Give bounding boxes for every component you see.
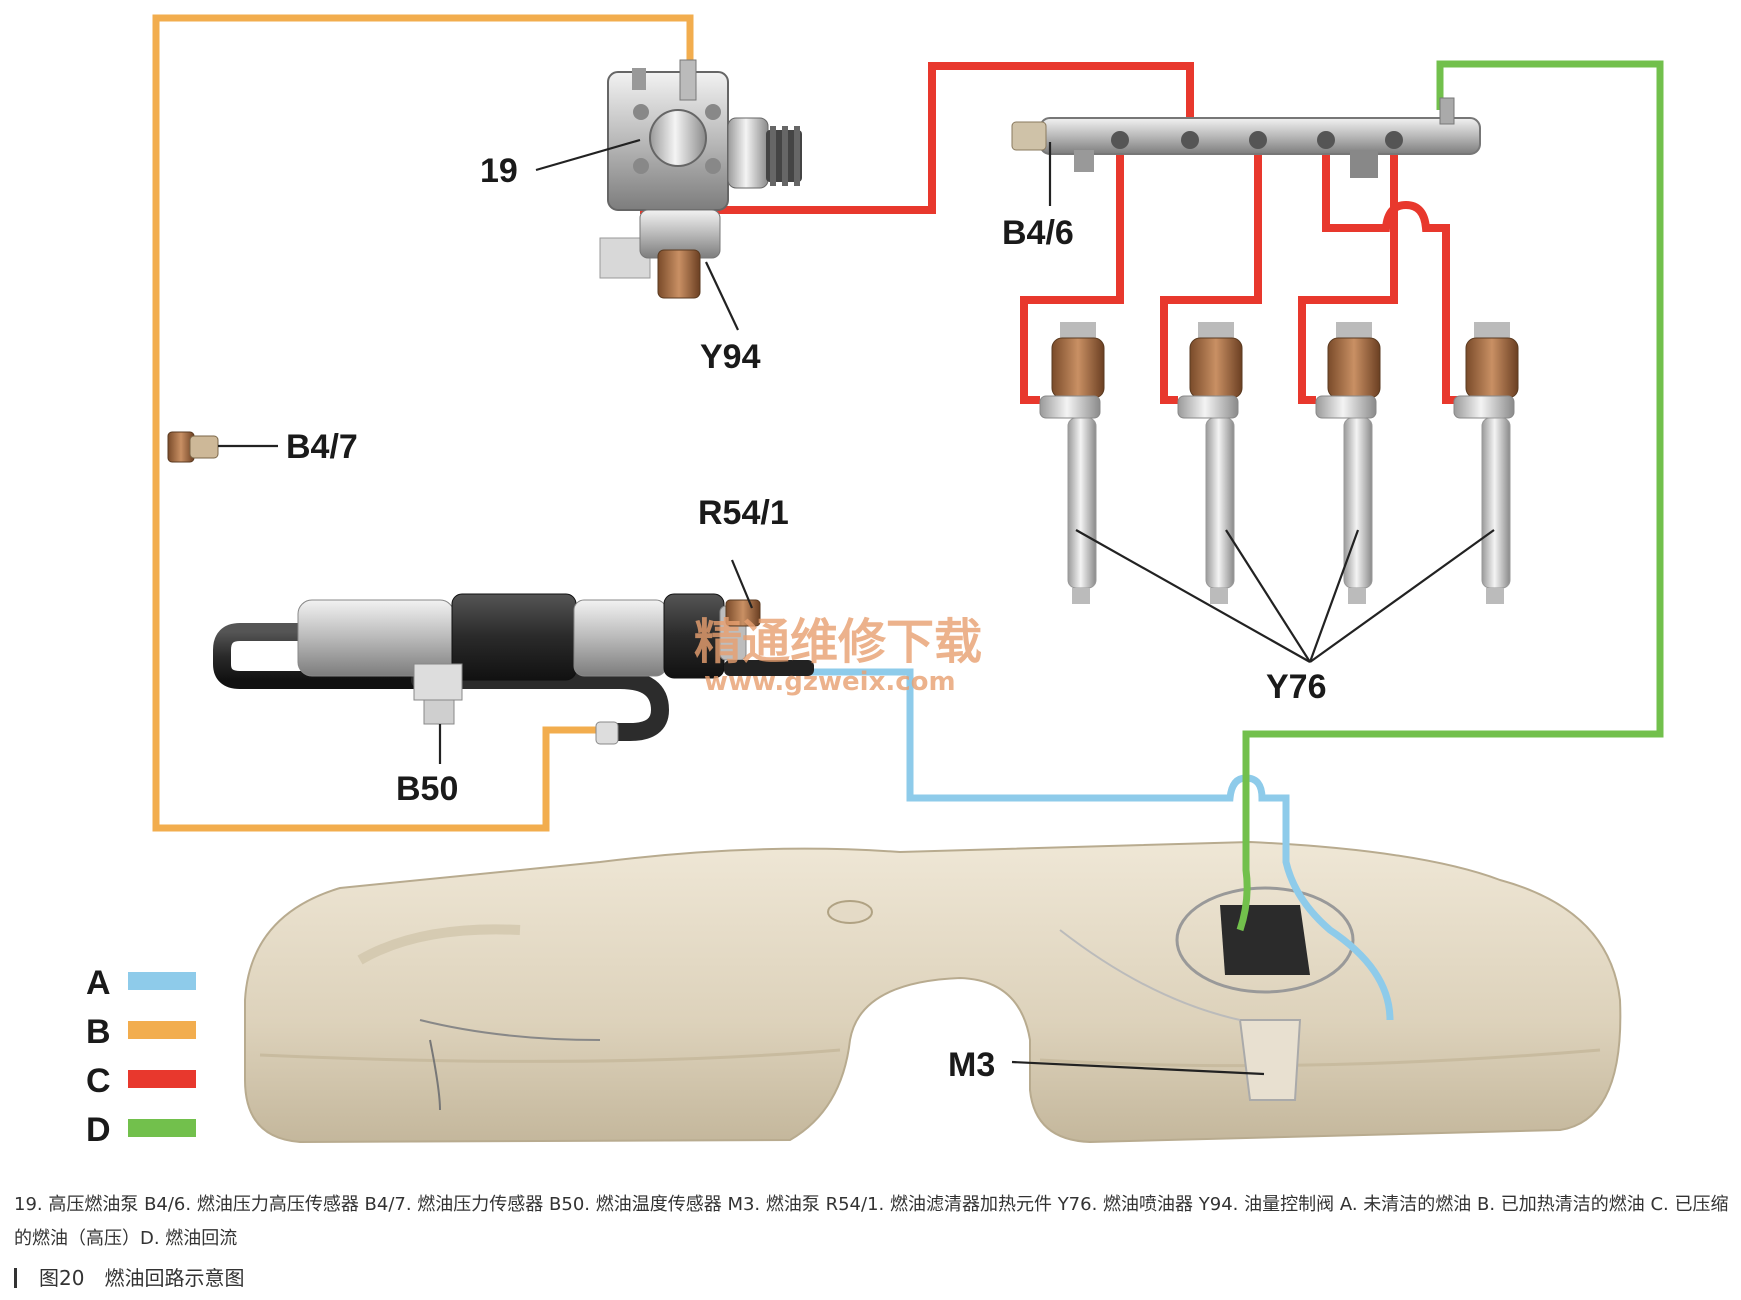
figure-caption: 19. 高压燃油泵 B4/6. 燃油压力高压传感器 B4/7. 燃油压力传感器 … bbox=[14, 1194, 1729, 1249]
legend-key-a: A bbox=[86, 964, 111, 1002]
line-d-fuel-return bbox=[1236, 60, 1664, 932]
leader-pump bbox=[535, 138, 641, 172]
label-b47: B4/7 bbox=[286, 428, 358, 466]
figure-title: 图20 燃油回路示意图 bbox=[39, 1266, 245, 1290]
fuel-circuit-diagram: 19 Y94 B4/6 B4/7 R54/1 B50 Y76 M3 精通维修下载… bbox=[86, 14, 1664, 1149]
fuel-filter bbox=[213, 593, 814, 745]
legend-key-b: B bbox=[86, 1013, 111, 1051]
high-pressure-pump bbox=[599, 59, 802, 299]
label-y76: Y76 bbox=[1266, 668, 1327, 706]
title-bar-marker bbox=[14, 1268, 17, 1288]
watermark-url: www.gzweix.com bbox=[704, 667, 956, 697]
fuel-pressure-sensor bbox=[167, 431, 219, 463]
injector-1 bbox=[1039, 322, 1105, 604]
legend-swatch-d bbox=[128, 1119, 196, 1137]
fuel-rail bbox=[1011, 97, 1481, 178]
pump-drive-gear bbox=[766, 126, 802, 186]
label-b50: B50 bbox=[396, 770, 458, 808]
label-y94: Y94 bbox=[700, 338, 761, 376]
label-b46: B4/6 bbox=[1002, 214, 1074, 252]
leader-m3 bbox=[1011, 1060, 1265, 1076]
leader-r541 bbox=[730, 559, 754, 609]
injector-4 bbox=[1453, 322, 1519, 604]
label-r541: R54/1 bbox=[698, 494, 789, 532]
legend-key-d: D bbox=[86, 1111, 111, 1149]
watermark-cn: 精通维修下载 bbox=[694, 614, 982, 670]
legend-swatch-c bbox=[128, 1070, 196, 1088]
legend-key-c: C bbox=[86, 1062, 111, 1100]
line-b-heated-clean-fuel bbox=[152, 14, 694, 832]
line-c-high-pressure-fuel bbox=[640, 62, 1458, 404]
legend-swatch-a bbox=[128, 972, 196, 990]
leader-y76 bbox=[1075, 529, 1495, 663]
label-m3: M3 bbox=[948, 1046, 995, 1084]
injector-3 bbox=[1315, 322, 1381, 604]
leader-y94 bbox=[705, 261, 739, 331]
quantity-control-valve bbox=[657, 249, 701, 299]
legend-swatch-b bbox=[128, 1021, 196, 1039]
label-pump: 19 bbox=[480, 152, 518, 190]
injector-2 bbox=[1177, 322, 1243, 604]
legend: A B C D bbox=[86, 964, 196, 1149]
fuel-tank bbox=[244, 840, 1622, 1144]
line-a-unclean-fuel bbox=[810, 668, 1394, 1021]
fuel-temperature-sensor bbox=[413, 663, 463, 725]
figure-title-wrap: 图20 燃油回路示意图 bbox=[14, 1262, 244, 1291]
